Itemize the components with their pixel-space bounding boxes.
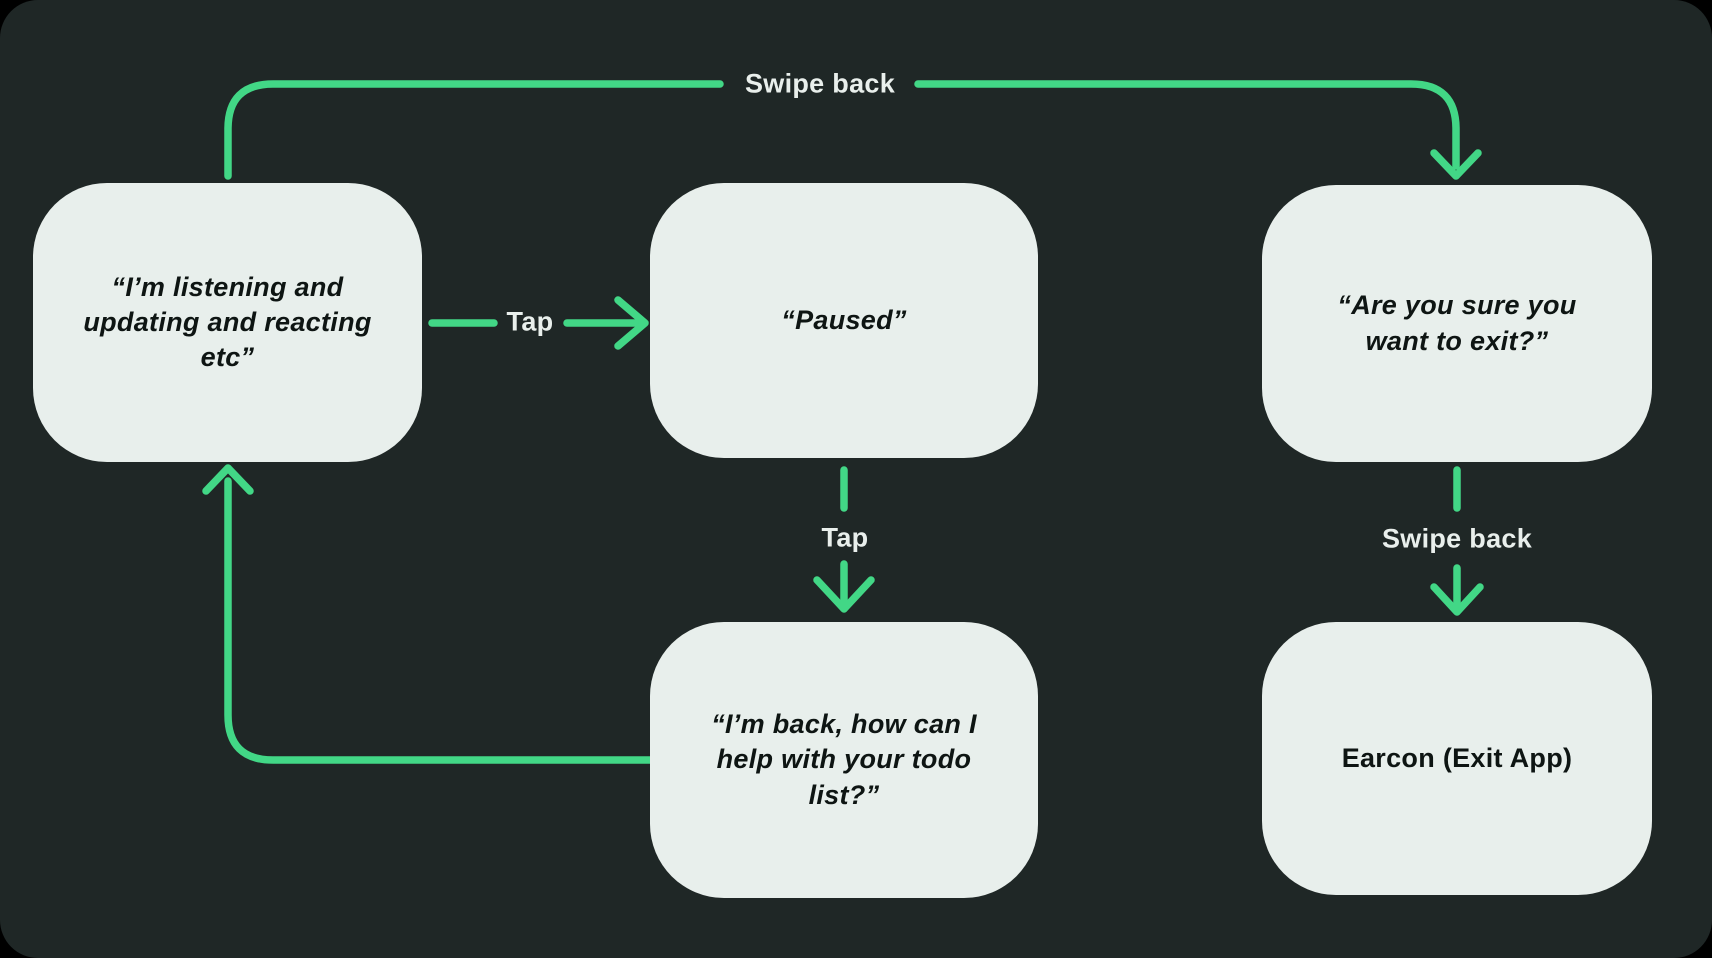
edge-label-tap-pause: Tap — [506, 306, 554, 337]
node-paused: “Paused” — [650, 183, 1038, 458]
node-listening: “I’m listening and updating and reacting… — [33, 183, 422, 462]
edge-label-swipe-back-exit: Swipe back — [1381, 523, 1533, 554]
node-confirm-exit: “Are you sure you want to exit?” — [1262, 185, 1652, 462]
node-earcon-exit-app: Earcon (Exit App) — [1262, 622, 1652, 895]
node-back: “I’m back, how can I help with your todo… — [650, 622, 1038, 898]
edge-label-swipe-back-top: Swipe back — [744, 68, 896, 99]
edge-label-tap-resume: Tap — [821, 522, 869, 553]
